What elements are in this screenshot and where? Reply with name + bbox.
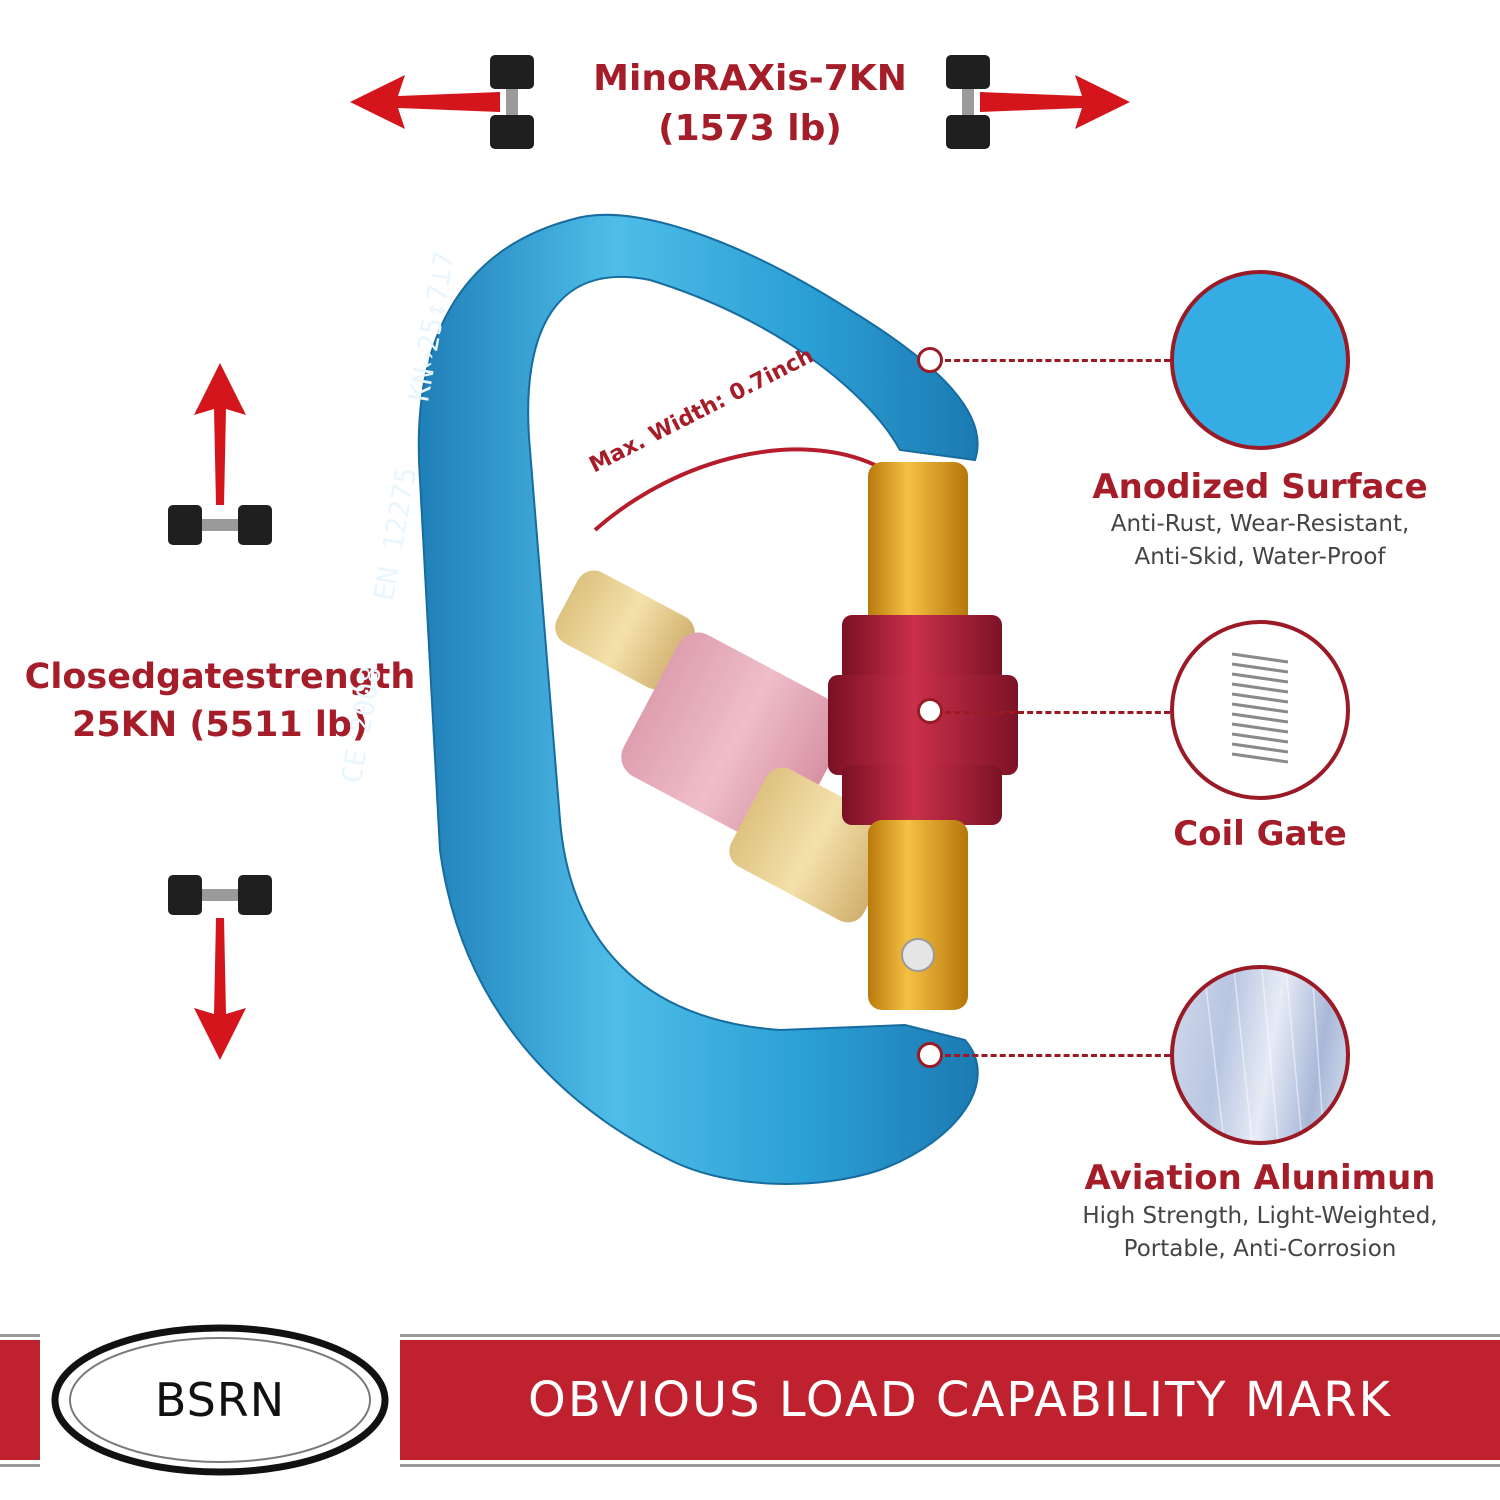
aluminum-desc-line1: High Strength, Light-Weighted, bbox=[1082, 1203, 1438, 1229]
anodized-marker bbox=[917, 347, 943, 373]
minor-axis-strength-line2: (1573 lb) bbox=[658, 108, 842, 149]
brushed-metal-icon bbox=[1170, 965, 1350, 1145]
banner-bottom-rule bbox=[0, 1464, 1500, 1467]
closed-gate-strength-line2: 25KN (5511 lb) bbox=[72, 705, 368, 745]
banner-tagline: OBVIOUS LOAD CAPABILITY MARK bbox=[528, 1372, 1392, 1428]
aluminum-marker bbox=[917, 1042, 943, 1068]
brand-logo: BSRN bbox=[40, 1310, 400, 1490]
carabiner-illustration bbox=[417, 213, 1018, 1185]
logo-swoosh-icon bbox=[51, 1324, 389, 1476]
dumbbell-icon bbox=[946, 55, 990, 149]
closed-gate-strength-line1: Closedgatestrength bbox=[24, 657, 416, 697]
blue-swatch-icon bbox=[1170, 270, 1350, 450]
aluminum-title: Aviation Alunimun bbox=[1084, 1158, 1436, 1198]
closed-gate bbox=[828, 462, 1018, 1010]
dumbbell-icon bbox=[168, 875, 272, 915]
aluminum-connector bbox=[945, 1054, 1170, 1057]
downward-pull-graphic bbox=[168, 875, 272, 1060]
width-arc bbox=[593, 447, 876, 532]
coil-gate-marker bbox=[917, 698, 943, 724]
up-arrow-icon bbox=[194, 363, 246, 505]
coil-gate-title: Coil Gate bbox=[1173, 814, 1347, 854]
anodized-desc-line2: Anti-Skid, Water-Proof bbox=[1134, 544, 1386, 570]
left-arrow-icon bbox=[350, 75, 500, 129]
right-arrow-icon bbox=[980, 75, 1130, 129]
carabiner-frame bbox=[417, 213, 979, 1185]
anodized-connector bbox=[945, 359, 1170, 362]
dumbbell-icon bbox=[168, 505, 272, 545]
coil-gate-connector bbox=[945, 711, 1170, 714]
minor-axis-strength-line1: MinoRAXis-7KN bbox=[593, 58, 907, 99]
brand-name: BSRN bbox=[154, 1373, 286, 1427]
dumbbell-icon bbox=[490, 55, 534, 149]
horizontal-pull-graphic bbox=[350, 55, 1130, 149]
anodized-title: Anodized Surface bbox=[1092, 467, 1428, 507]
down-arrow-icon bbox=[194, 918, 246, 1060]
spring-coil-icon bbox=[1170, 620, 1350, 800]
upward-pull-graphic bbox=[168, 363, 272, 545]
anodized-desc-line1: Anti-Rust, Wear-Resistant, bbox=[1110, 511, 1410, 537]
aluminum-desc-line2: Portable, Anti-Corrosion bbox=[1123, 1236, 1397, 1262]
banner-top-rule bbox=[0, 1334, 1500, 1337]
